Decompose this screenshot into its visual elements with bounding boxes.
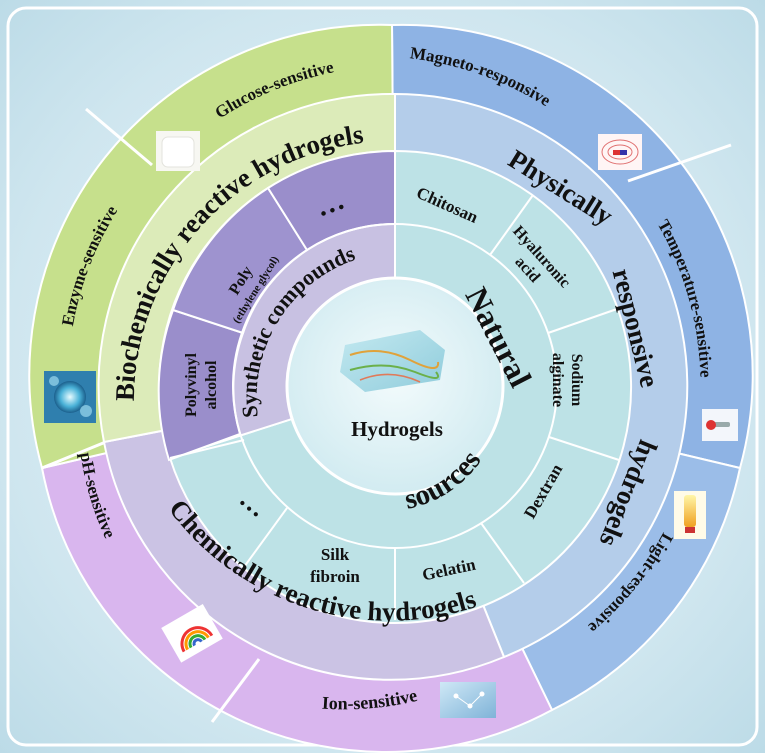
svg-text:Polyvinyl: Polyvinyl: [183, 352, 200, 417]
svg-text:Silk: Silk: [321, 545, 350, 564]
svg-text:Sodium: Sodium: [568, 354, 585, 407]
item-pva: Polyvinyl alcohol: [183, 352, 220, 417]
glucose-cube-icon: [156, 131, 200, 171]
item-silk-fibroin: Silk fibroin: [310, 545, 360, 586]
svg-text:alginate: alginate: [549, 353, 566, 407]
ion-network-icon: [440, 682, 496, 718]
svg-text:alcohol: alcohol: [203, 360, 220, 409]
enzyme-cell-icon: [44, 371, 96, 423]
ph-scale-icon: [161, 603, 223, 663]
magnet-icon: [598, 134, 642, 170]
light-icon: [674, 491, 706, 539]
hydrogel-block-image: [340, 330, 445, 392]
item-sodium-alginate: Sodium alginate: [549, 353, 585, 407]
center-title: Hydrogels: [351, 417, 443, 441]
thermometer-icon: [702, 409, 738, 441]
natural-cell-dividers: [169, 194, 620, 620]
svg-text:fibroin: fibroin: [310, 567, 360, 586]
cell-pva: [157, 308, 245, 462]
